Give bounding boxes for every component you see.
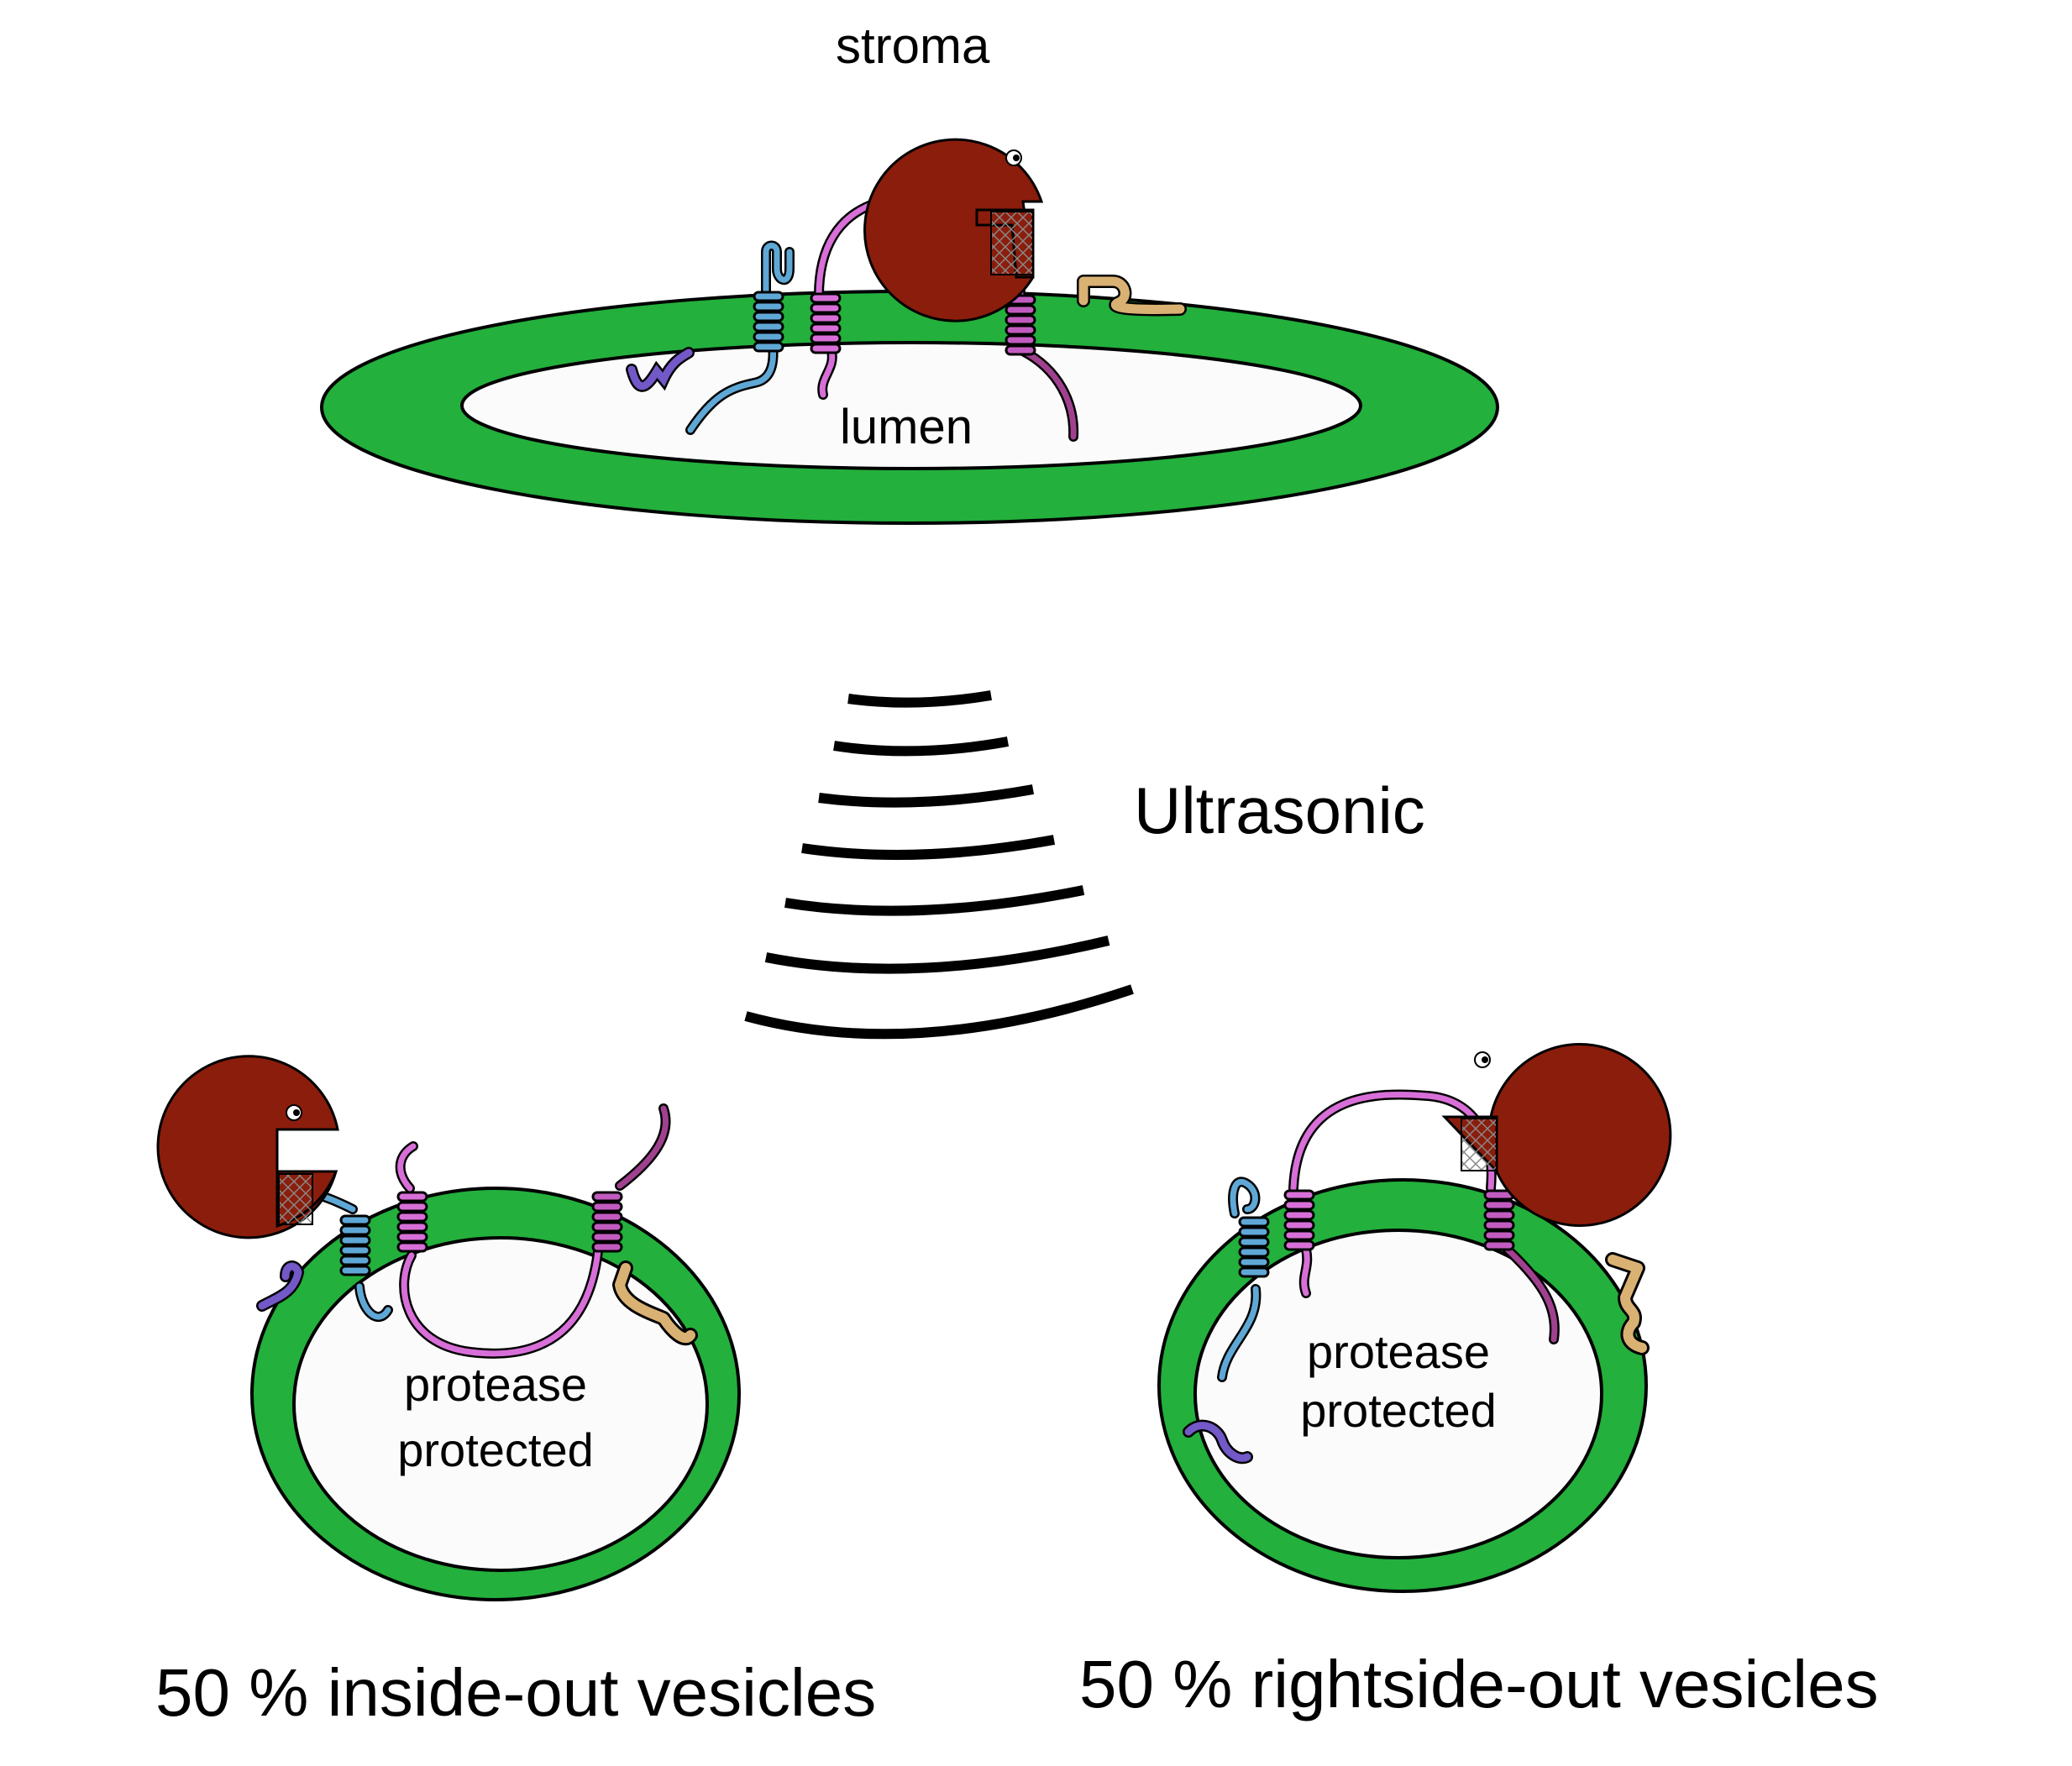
blue-transmembrane-protein: [685, 240, 795, 435]
pink-helix-1: [810, 292, 842, 354]
stroma-label: stroma: [836, 18, 990, 74]
blue-helix: [753, 291, 784, 353]
protease-pacman-top: [863, 138, 1044, 322]
thylakoid-membrane: [320, 290, 1499, 525]
ultrasonic-label: Ultrasonic: [1134, 773, 1425, 847]
protease-pacman-right: [1441, 1042, 1672, 1227]
protease-pacman-left: [156, 1055, 339, 1239]
blue-protein-rightside: [1217, 1176, 1270, 1382]
lumen-label: lumen: [840, 400, 973, 454]
blue-protein-inverted: [276, 1187, 393, 1322]
rightside-out-vesicle: [1157, 1178, 1648, 1593]
pink-helix-2: [1005, 294, 1036, 356]
inside-out-caption: 50 % inside-out vesicles: [155, 1655, 877, 1730]
pink-protein-inverted: [395, 1103, 671, 1359]
ultrasound-waves: [744, 690, 1134, 1040]
rightside-out-caption: 50 % rightside-out vesicles: [1079, 1647, 1879, 1721]
lumen-space: [460, 341, 1362, 470]
protease-protected-label-left: protease protected: [397, 1358, 594, 1476]
protease-protected-label-right: protease protected: [1300, 1325, 1497, 1437]
